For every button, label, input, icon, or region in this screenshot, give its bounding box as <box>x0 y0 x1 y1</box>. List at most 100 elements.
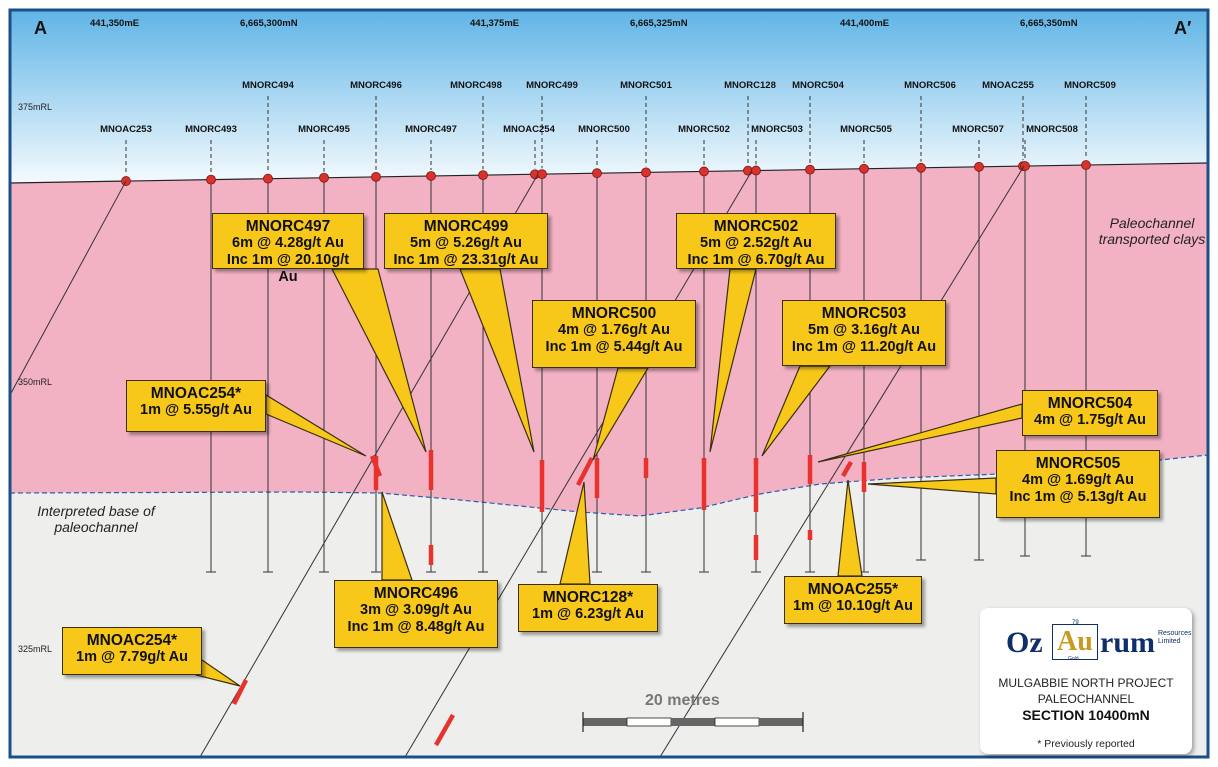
northing-label: 6,665,325mN <box>630 18 688 29</box>
hole-label: MNORC507 <box>952 124 1004 135</box>
sky-band <box>10 10 1208 195</box>
scale-bar-label: 20 metres <box>645 692 720 709</box>
collar-MNORC502 <box>699 166 709 177</box>
intercept-mark <box>369 455 383 477</box>
project-subtitle: PALEOCHANNEL <box>1037 692 1135 706</box>
callout-intercept: Inc 1m @ 11.20g/t Au <box>791 339 937 355</box>
callout-intercept: 5m @ 2.52g/t Au <box>700 235 812 251</box>
hole-label: MNORC497 <box>405 124 457 135</box>
collar-MNORC500 <box>592 168 602 179</box>
logo-atomic-number: 79 <box>1072 620 1079 626</box>
callout-pointer-c503 <box>761 365 832 457</box>
callout-intercept: Inc 1m @ 8.48g/t Au <box>347 619 485 635</box>
hole-label: MNORC508 <box>1026 124 1078 135</box>
northing-label: 6,665,350mN <box>1020 18 1078 29</box>
collar-MNORC498 <box>478 170 488 181</box>
logo-gold-word: Gold <box>1068 656 1079 662</box>
callout-intercept: 5m @ 3.16g/t Au <box>808 322 920 338</box>
inclined-hole-MNOAC255 <box>659 165 1025 758</box>
collar-MNORC493 <box>206 174 216 185</box>
callout-intercept: 1m @ 10.10g/t Au <box>793 598 913 614</box>
company-logo: Oz Au 79 Gold rum Resources Limited <box>990 620 1191 666</box>
callout-title: MNORC502 <box>713 218 799 235</box>
callout-intercept: 4m @ 1.76g/t Au <box>558 322 670 338</box>
logo-rum: rum <box>1100 626 1155 659</box>
assay-callout: MNOAC254*1m @ 5.55g/t Au <box>126 380 266 432</box>
project-name: MULGABBIE NORTH PROJECT <box>998 676 1174 690</box>
collar-MNORC497 <box>426 171 436 181</box>
callout-pointer-c254a <box>265 393 367 457</box>
collar-MNORC503 <box>751 165 761 176</box>
collar-MNORC505 <box>859 163 869 174</box>
callout-title: MNORC496 <box>373 585 459 602</box>
callout-title: MNORC503 <box>821 305 907 322</box>
northing-label: 6,665,300mN <box>240 18 298 29</box>
callout-intercept: 4m @ 1.75g/t Au <box>1034 412 1146 428</box>
callout-intercept: Inc 1m @ 20.10g/t Au <box>226 252 350 285</box>
callout-pointer-c499 <box>459 268 535 453</box>
callout-intercept: Inc 1m @ 5.13g/t Au <box>1009 489 1147 505</box>
hole-label: MNORC495 <box>298 124 350 135</box>
collar-MNORC507 <box>974 161 984 172</box>
hole-label: MNORC506 <box>904 80 956 91</box>
callout-title: MNOAC255* <box>807 581 899 598</box>
paleochannel-note: Paleochannel transported clays <box>1098 215 1206 247</box>
callout-intercept: 6m @ 4.28g/t Au <box>232 235 344 251</box>
hole-label: MNOAC255 <box>982 80 1034 91</box>
easting-label: 441,375mE <box>470 18 520 29</box>
callout-pointer-c497 <box>331 268 427 453</box>
collar-MNORC501 <box>641 167 651 178</box>
hole-label: MNORC496 <box>350 80 402 91</box>
intercept-mark <box>841 460 853 478</box>
scale-bar <box>582 712 804 732</box>
intercept-mark <box>576 456 594 487</box>
callout-title: MNOAC254* <box>150 385 242 402</box>
hole-label: MNOAC254 <box>503 124 555 135</box>
callout-title: MNORC497 <box>245 218 331 235</box>
footnote: * Previously reported <box>1037 738 1135 750</box>
collar-MNORC494 <box>263 173 273 184</box>
callout-intercept: 1m @ 5.55g/t Au <box>140 402 252 418</box>
hole-label: MNORC494 <box>242 80 294 91</box>
callout-intercept: Inc 1m @ 5.44g/t Au <box>545 339 683 355</box>
callout-intercept: Inc 1m @ 23.31g/t Au <box>393 252 539 268</box>
callout-intercept: 3m @ 3.09g/t Au <box>360 602 472 618</box>
callout-pointer-c500 <box>592 367 650 461</box>
logo-company-suffix: Resources Limited <box>1158 630 1192 645</box>
callout-title: MNOAC254* <box>86 632 178 649</box>
collar-MNORC509 <box>1081 160 1091 170</box>
hole-label: MNORC499 <box>526 80 578 91</box>
easting-label: 441,350mE <box>90 18 140 29</box>
inclined-hole-MNOAC253 <box>9 180 127 396</box>
callout-title: MNORC128* <box>542 589 634 606</box>
logo-oz: Oz <box>1006 626 1043 659</box>
paleochannel-base-note: Interpreted base of paleochannel <box>37 503 155 535</box>
assay-callout: MNOAC254*1m @ 7.79g/t Au <box>62 627 202 675</box>
rl-label-350: 350mRL <box>18 377 53 387</box>
collar-MNORC499 <box>537 169 547 180</box>
company-logo-panel: Oz Au 79 Gold rum Resources Limited MULG… <box>980 608 1192 754</box>
callout-pointer-c502 <box>709 268 757 453</box>
callout-intercept: Inc 1m @ 6.70g/t Au <box>687 252 825 268</box>
collar-MNORC506 <box>916 162 926 173</box>
callout-pointers-layer <box>195 268 1023 687</box>
hole-label: MNORC509 <box>1064 80 1116 91</box>
section-frame <box>8 8 1210 759</box>
callout-title: MNORC499 <box>423 218 509 235</box>
section-end-left: A <box>34 18 47 38</box>
hole-label: MNORC128 <box>724 80 776 91</box>
callout-intercept: 1m @ 7.79g/t Au <box>76 649 188 665</box>
collar-MNORC504 <box>805 164 815 175</box>
collar-MNORC495 <box>319 172 329 183</box>
callout-intercept: 4m @ 1.69g/t Au <box>1022 472 1134 488</box>
callout-title: MNORC500 <box>571 305 657 322</box>
rl-label-325: 325mRL <box>18 644 53 654</box>
logo-au-element-icon: Au <box>1052 624 1098 660</box>
